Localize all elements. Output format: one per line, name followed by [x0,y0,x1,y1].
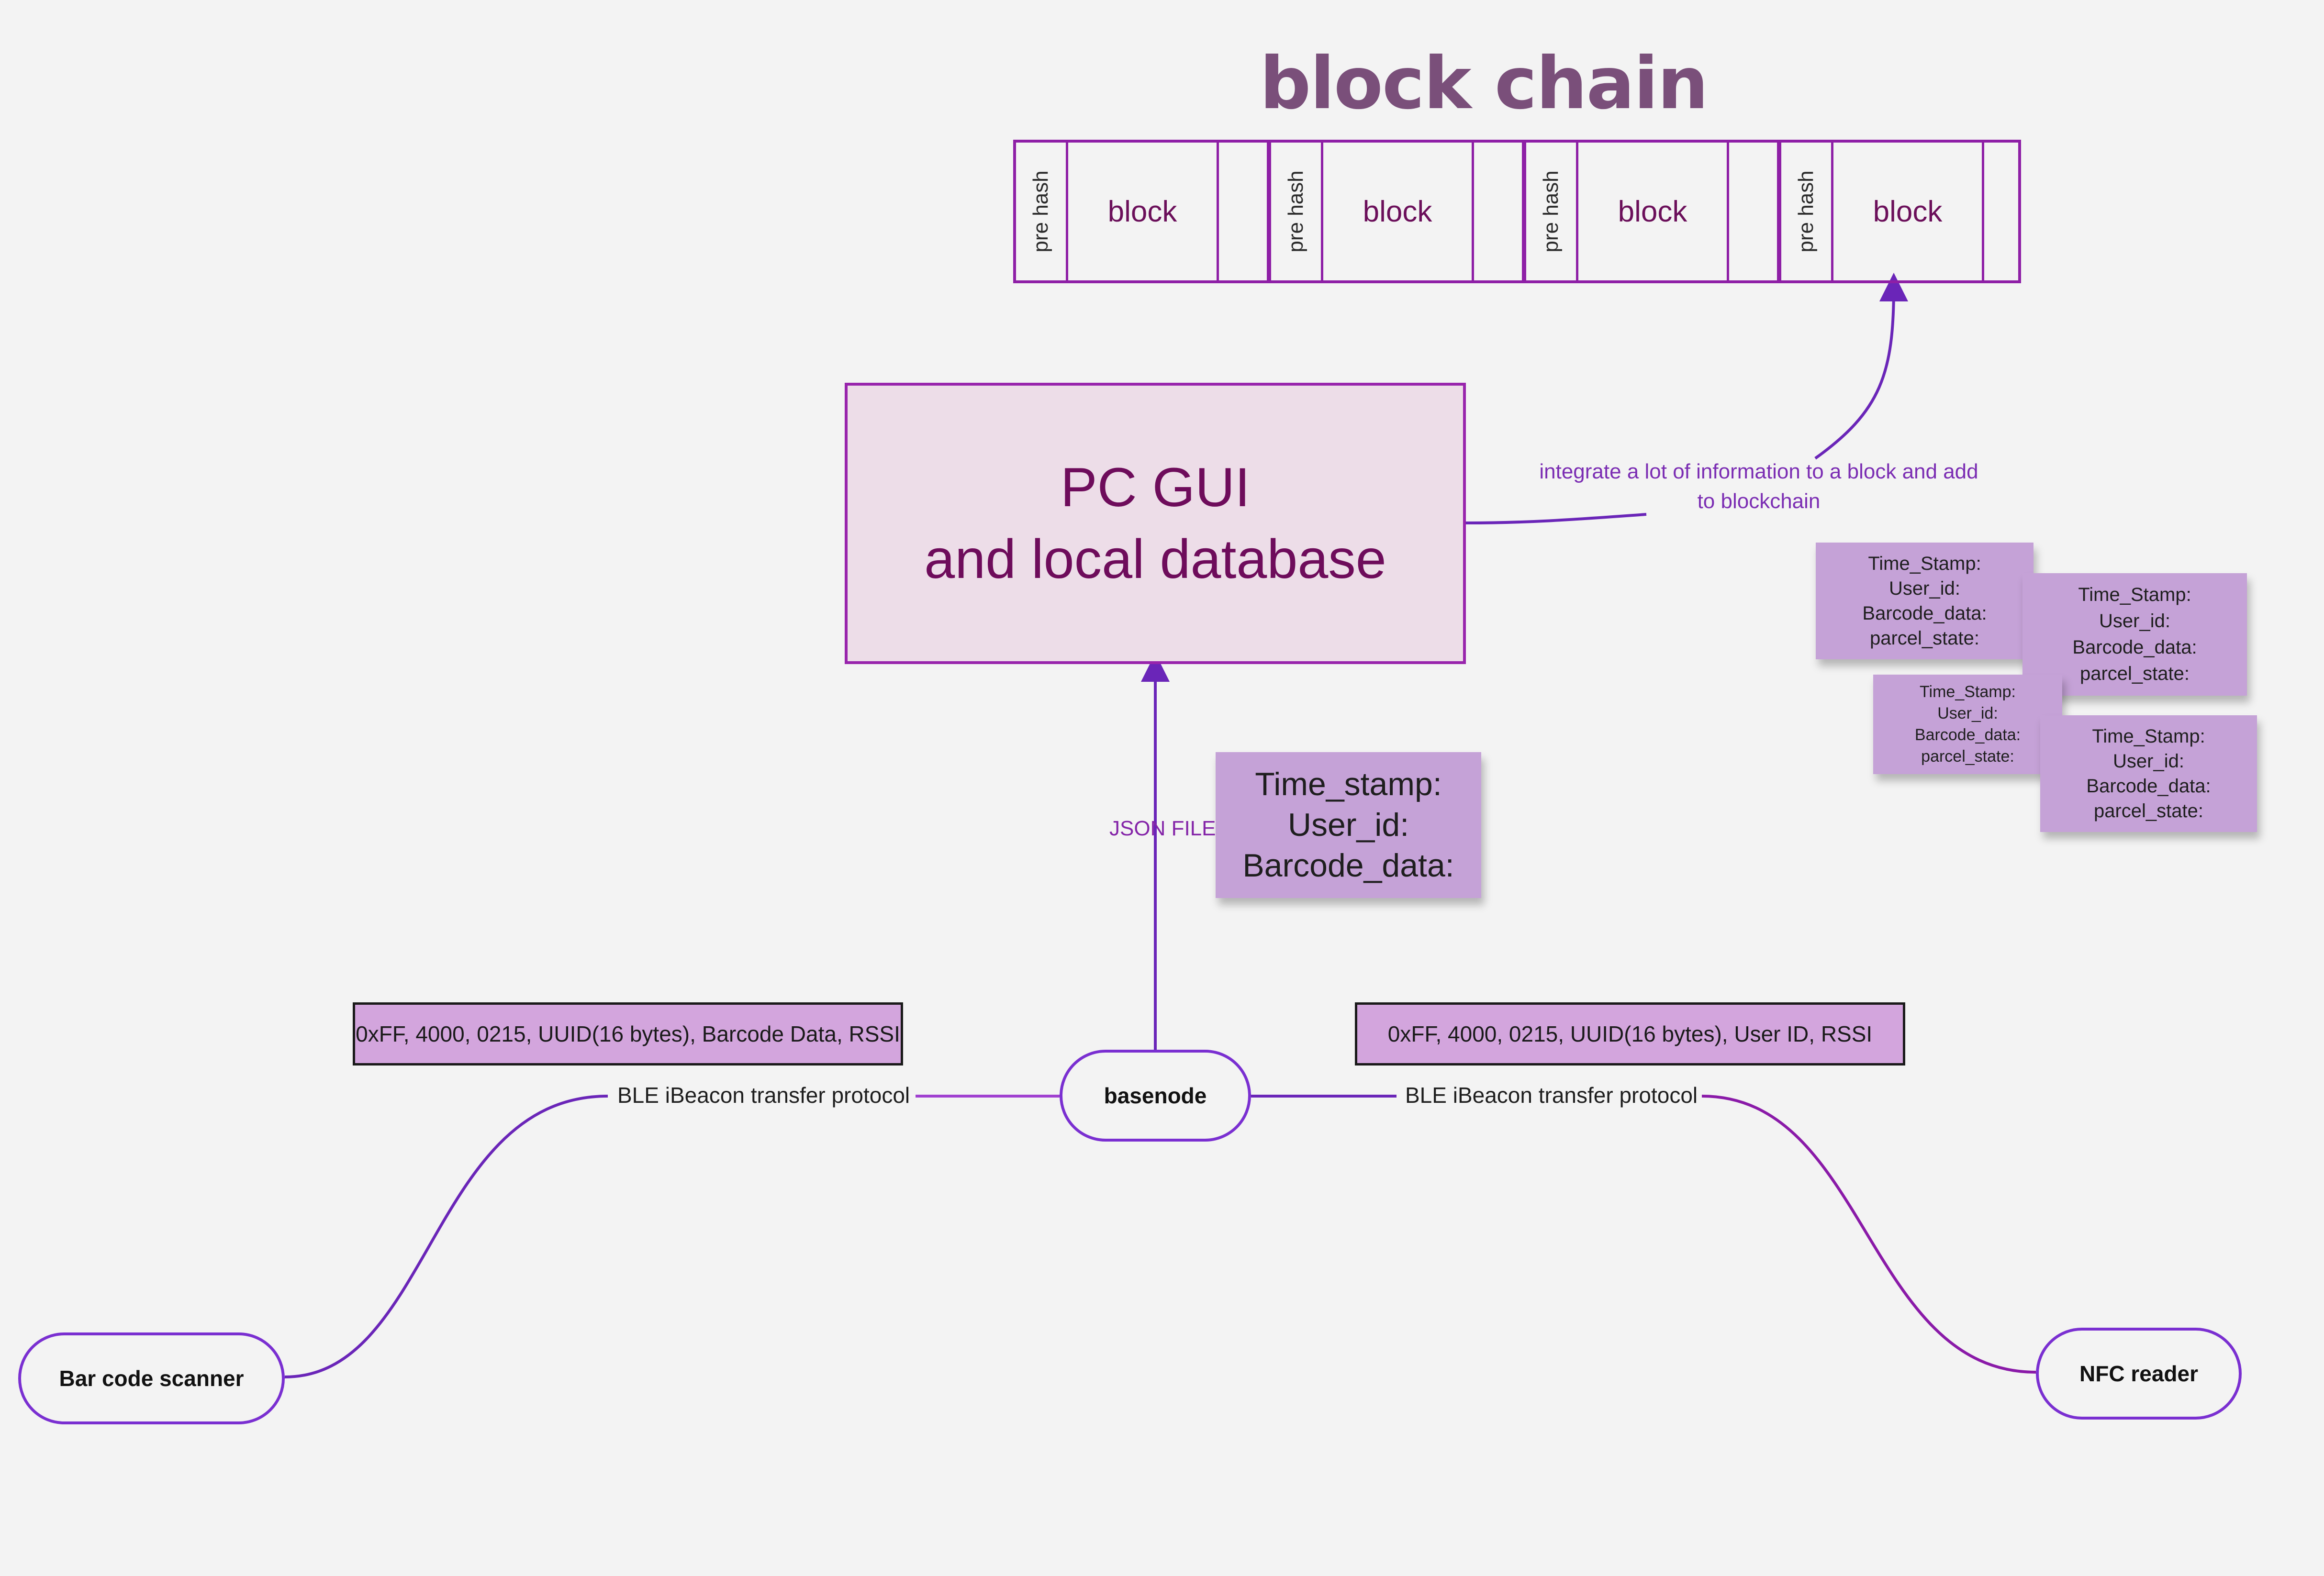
note-line: User_id: [2113,751,2184,772]
block-cell: block [1578,143,1729,280]
note-line: Barcode_data: [1914,726,2021,744]
blockchain-strip: pre hash block pre hash block pre hash b… [1013,140,2021,283]
json-sticky-note[interactable]: Time_stamp: User_id: Barcode_data: [1216,752,1481,898]
note-line: Time_Stamp: [1920,683,2016,701]
note-line: User_id: [2099,610,2170,632]
prehash-label: pre hash [1794,170,1818,253]
barcode-scanner-node[interactable]: Bar code scanner [18,1332,285,1424]
integrate-connector-a [1465,513,1647,524]
block-cell: block [1323,143,1474,280]
prehash-cell: pre hash [1526,143,1578,280]
chain-block-4: pre hash block [1781,143,2032,280]
sticky-note[interactable]: Time_Stamp: User_id: Barcode_data: parce… [1816,543,2034,659]
block-cell: block [1068,143,1219,280]
nfc-reader-node[interactable]: NFC reader [2036,1328,2242,1420]
note-line: User_id: [1889,578,1960,599]
ble-protocol-label-left: BLE iBeacon transfer protocol [617,1083,910,1108]
sticky-note[interactable]: Time_Stamp: User_id: Barcode_data: parce… [2040,715,2257,832]
prehash-cell: pre hash [1271,143,1323,280]
prehash-label: pre hash [1539,170,1563,253]
chain-block-2: pre hash block [1271,143,1526,280]
note-line: Time_stamp: [1255,766,1442,802]
note-line: Time_Stamp: [2078,584,2191,605]
note-line: Barcode_data: [1242,847,1454,884]
block-tail-cell [1219,143,1267,280]
prehash-label: pre hash [1029,170,1052,253]
note-line: Barcode_data: [2086,776,2211,797]
note-line: parcel_state: [1921,747,2014,766]
note-line: parcel_state: [1869,628,1980,649]
barcode-curve [284,1095,608,1378]
note-line: parcel_state: [2093,800,2204,821]
basenode-node[interactable]: basenode [1060,1050,1251,1142]
note-line: User_id: [1287,807,1409,843]
block-tail-cell [1474,143,1522,280]
chain-block-1: pre hash block [1016,143,1271,280]
note-line: Time_Stamp: [2092,726,2205,747]
nfc-curve [1701,1095,2036,1374]
sticky-note[interactable]: Time_Stamp: User_id: Barcode_data: parce… [2022,573,2247,696]
pc-gui-box[interactable]: PC GUI and local database [845,383,1466,664]
sticky-note[interactable]: Time_Stamp: User_id: Barcode_data: parce… [1873,675,2062,774]
block-tail-cell [1729,143,1777,280]
note-line: parcel_state: [2079,663,2190,684]
chart-title: block chain [1260,42,1709,125]
prehash-cell: pre hash [1016,143,1068,280]
block-cell: block [1833,143,1984,280]
barcode-packet-format[interactable]: 0xFF, 4000, 0215, UUID(16 bytes), Barcod… [353,1002,903,1065]
chain-block-3: pre hash block [1526,143,1781,280]
ble-protocol-label-right: BLE iBeacon transfer protocol [1405,1083,1698,1108]
block-tail-cell [1984,143,2032,280]
prehash-cell: pre hash [1781,143,1833,280]
pc-gui-line1: PC GUI [1060,457,1251,518]
note-line: Barcode_data: [2072,637,2197,658]
note-line: Barcode_data: [1862,603,1987,624]
prehash-label: pre hash [1284,170,1307,253]
note-line: Time_Stamp: [1868,553,1981,574]
pc-gui-line2: and local database [924,529,1386,590]
nfc-packet-format[interactable]: 0xFF, 4000, 0215, UUID(16 bytes), User I… [1355,1002,1905,1065]
json-file-label: JSON FILE [1109,817,1216,840]
integrate-label: integrate a lot of information to a bloc… [1539,460,1978,513]
integrate-connector-b [1814,273,1908,460]
note-line: User_id: [1937,704,1998,722]
